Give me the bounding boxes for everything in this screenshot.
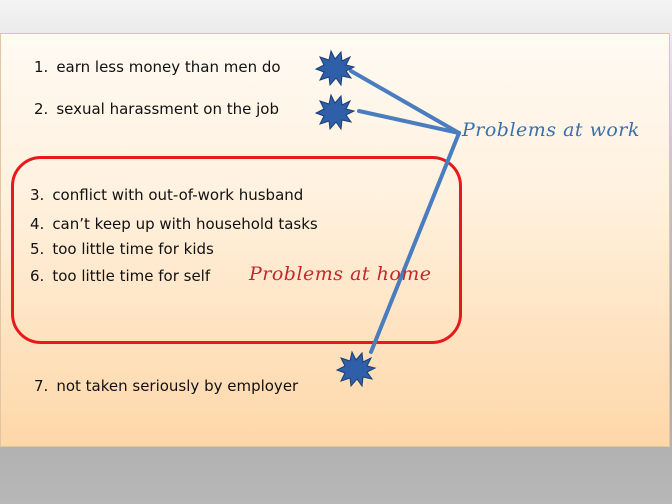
connector-line-1 [349,69,461,135]
list-item-5: 5.too little time for kids [30,240,214,258]
starburst-icon [335,350,377,388]
problems-at-work-label: Problems at work [462,119,640,141]
starburst-icon [314,49,356,87]
list-item-2: 2.sexual harassment on the job [34,100,279,118]
connector-line-2 [357,109,461,135]
connector-line-7 [369,131,461,354]
list-item-1: 1.earn less money than men do [34,58,281,76]
list-item-4: 4.can’t keep up with household tasks [30,215,318,233]
problems-at-home-label: Problems at home [249,263,432,285]
home-problems-box [11,156,462,344]
list-item-3: 3.conflict with out-of-work husband [30,186,304,204]
starburst-icon [314,93,356,131]
list-item-6: 6.too little time for self [30,267,211,285]
list-item-7: 7.not taken seriously by employer [34,377,299,395]
